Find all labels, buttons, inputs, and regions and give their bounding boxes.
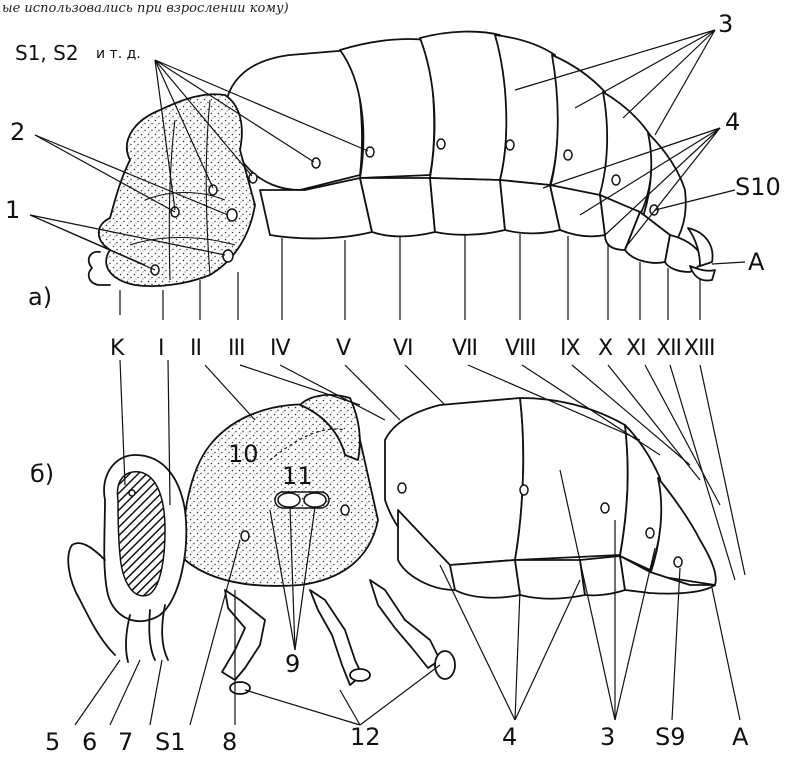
label-4-top: 4 (725, 108, 740, 136)
segment-numeral: K (110, 336, 125, 361)
segment-numeral: VII (452, 336, 477, 361)
segment-numeral: II (190, 336, 201, 361)
label-7: 7 (118, 728, 133, 756)
label-s-series: S1, S2 (15, 41, 79, 65)
label-3-top: 3 (718, 10, 733, 38)
segment-numeral: VIII (505, 336, 536, 361)
segment-numeral: IX (560, 336, 580, 361)
panel-label-b: б) (30, 460, 54, 488)
label-6: 6 (82, 728, 97, 756)
label-3-bottom: 3 (600, 723, 615, 751)
label-12: 12 (350, 723, 381, 751)
label-8: 8 (222, 728, 237, 756)
segment-numeral-row: K I II III IV V VI VII VIII IX X XI XII … (110, 336, 715, 361)
caption-fragment: ые использовались при взрослении кому) (2, 1, 289, 16)
label-2-top: 2 (10, 118, 25, 146)
label-11: 11 (282, 462, 313, 490)
segment-numeral: XII (656, 336, 681, 361)
segment-numeral: XIII (684, 336, 715, 361)
label-a-top: A (748, 248, 765, 276)
label-s1-bottom: S1 (155, 728, 186, 756)
label-a-bottom: A (732, 723, 749, 751)
label-s10: S10 (735, 173, 781, 201)
segment-numeral: IV (270, 336, 290, 361)
label-s-series-suffix: и т. д. (96, 46, 141, 62)
segment-numeral: III (228, 336, 244, 361)
label-5: 5 (45, 728, 60, 756)
label-1-top: 1 (5, 196, 20, 224)
larva-drawing (89, 32, 715, 287)
segment-numeral: XI (626, 336, 646, 361)
segment-numeral: I (158, 336, 164, 361)
segment-numeral: VI (393, 336, 413, 361)
label-10: 10 (228, 440, 259, 468)
label-4-bottom: 4 (502, 723, 517, 751)
panel-label-a: а) (28, 283, 52, 311)
label-s9: S9 (655, 723, 686, 751)
segment-numeral: X (598, 336, 613, 361)
segment-numeral: V (336, 336, 351, 361)
pupa-drawing (68, 395, 715, 694)
label-9: 9 (285, 650, 300, 678)
